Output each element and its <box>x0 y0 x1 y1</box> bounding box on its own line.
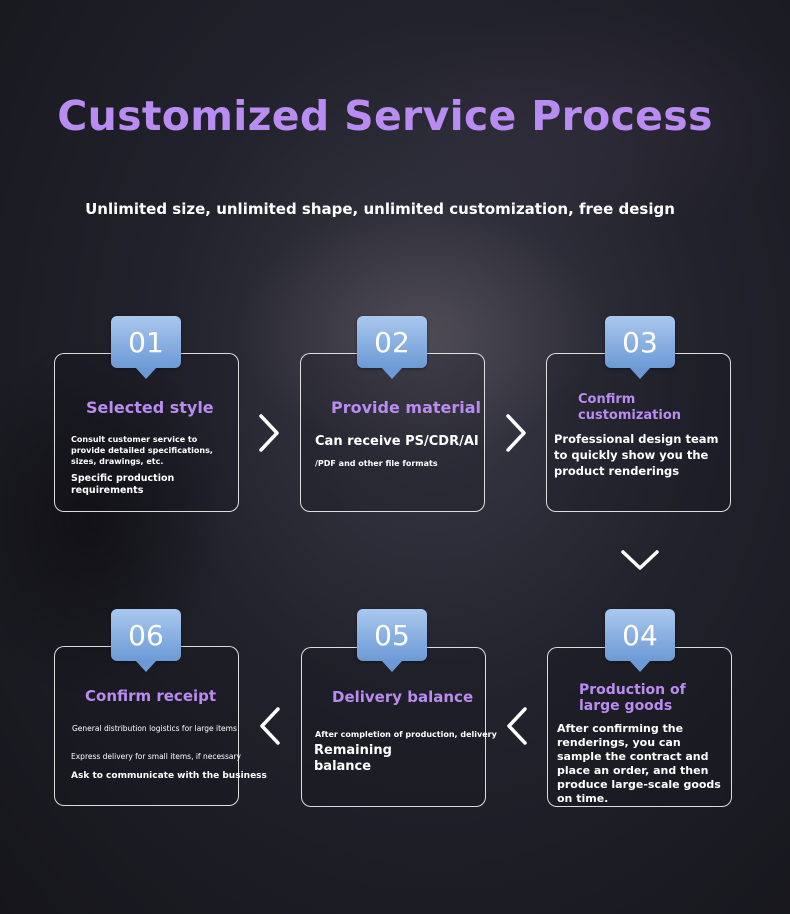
step-line-1: General distribution logistics for large… <box>72 724 237 733</box>
chevron-right-icon <box>259 414 279 452</box>
step-number-badge-03: 03 <box>605 316 675 379</box>
step-description: Consult customer service to provide deta… <box>71 435 213 466</box>
step-card-04: Production of large goods After confirmi… <box>547 647 732 807</box>
page-subtitle: Unlimited size, unlimited shape, unlimit… <box>85 200 675 218</box>
step-number-badge-02: 02 <box>357 316 427 379</box>
step-title: Provide material <box>331 398 482 417</box>
step-card-06: Confirm receipt General distribution log… <box>54 646 267 806</box>
step-card-01: Selected style Consult customer service … <box>54 353 239 512</box>
chevron-left-icon <box>507 707 527 745</box>
step-main-text: Professional design team to quickly show… <box>554 432 719 478</box>
step-line-3: Ask to communicate with the business <box>71 771 267 781</box>
step-number-badge-06: 06 <box>111 609 181 672</box>
step-card-05: Delivery balance After completion of pro… <box>301 647 497 807</box>
page-title: Customized Service Process <box>57 92 713 140</box>
step-card-03: Confirm customization Professional desig… <box>546 353 731 512</box>
step-title: Confirm receipt <box>85 687 217 705</box>
step-main-text: Remaining balance <box>314 743 392 774</box>
step-title: Confirm customization <box>578 392 682 423</box>
step-number-badge-01: 01 <box>111 316 181 379</box>
step-title: Production of large goods <box>579 682 686 714</box>
step-main-text: Can receive PS/CDR/AI <box>315 434 479 449</box>
step-title: Delivery balance <box>332 688 474 706</box>
chevron-down-icon <box>621 550 659 570</box>
step-sub-text: After completion of production, delivery <box>315 730 497 739</box>
step-number-badge-04: 04 <box>605 609 675 672</box>
step-extra: Specific production requirements <box>71 473 175 496</box>
step-line-2: Express delivery for small items, if nec… <box>71 752 241 761</box>
chevron-right-icon <box>506 414 526 452</box>
step-number-badge-05: 05 <box>357 609 427 672</box>
step-sub-text: /PDF and other file formats <box>315 459 438 468</box>
chevron-left-icon <box>260 707 280 745</box>
step-title: Selected style <box>86 398 214 417</box>
step-main-text: After confirming the renderings, you can… <box>557 722 721 805</box>
